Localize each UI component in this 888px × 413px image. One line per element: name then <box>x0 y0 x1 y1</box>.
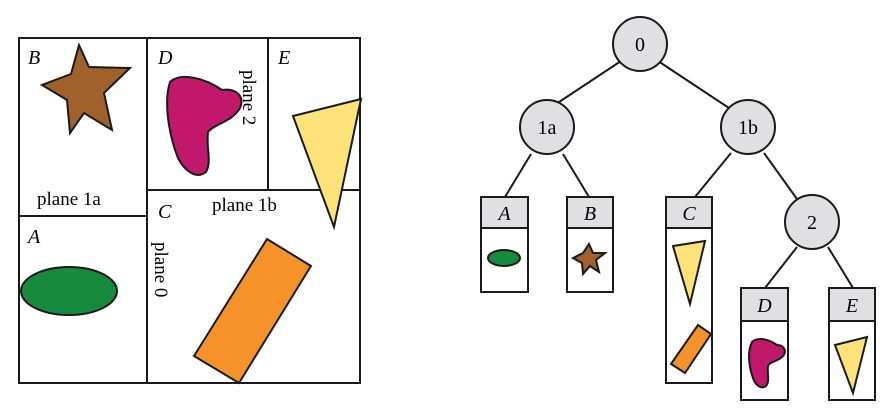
tree-node-0 <box>612 16 668 72</box>
star-icon <box>570 241 608 277</box>
region-label-E: E <box>277 47 290 69</box>
region-label-D: D <box>157 47 173 69</box>
tree-leaf-E-label: E <box>845 295 858 317</box>
tree-leaf-D-label: D <box>756 295 772 317</box>
plane-0-label: plane 0 <box>150 242 171 297</box>
tree-leaf-B-label: B <box>584 203 596 225</box>
tree-node-2 <box>784 194 840 250</box>
edge-2-D <box>764 246 798 289</box>
edge-2-E <box>827 246 854 289</box>
tree-leaf-A: A <box>480 196 529 293</box>
tree-node-1a-label: 1a <box>538 117 557 139</box>
edge-1a-A <box>504 153 532 198</box>
tree-leaf-A-label: A <box>496 203 511 225</box>
ellipse-icon <box>487 249 521 267</box>
region-label-C: C <box>158 201 172 223</box>
triangle-icon <box>671 239 707 308</box>
tree-leaf-C-label: C <box>682 203 696 225</box>
edge-1a-B <box>562 153 590 198</box>
region-label-B: B <box>28 47 40 69</box>
outer-boundary <box>18 37 361 384</box>
ellipse-shape <box>20 266 118 316</box>
blob-icon <box>748 337 786 389</box>
plane-2-label: plane 2 <box>238 70 259 125</box>
tree-leaf-C: C <box>665 196 713 384</box>
plane-1a-label: plane 1a <box>37 189 101 210</box>
blob-shape <box>166 75 243 176</box>
edge-1b-C <box>694 152 732 198</box>
tree-node-0-label: 0 <box>635 34 645 56</box>
tree-leaf-D: D <box>740 287 789 401</box>
plane-1b-label: plane 1b <box>212 195 277 216</box>
tree-leaf-E: E <box>828 287 876 401</box>
edge-0-1b <box>657 60 733 111</box>
triangle-icon-e <box>833 335 869 397</box>
tree-node-2-label: 2 <box>807 212 817 234</box>
edge-1b-2 <box>763 152 798 200</box>
space-partition: B D E A C plane 1a plane 1b plane 2 plan… <box>18 37 363 385</box>
bsp-tree: 0 1a 1b 2 A B C <box>480 16 876 401</box>
tree-node-1b-label: 1b <box>738 117 758 139</box>
tree-node-1b <box>720 99 776 155</box>
tree-node-1a <box>519 99 575 155</box>
star-shape <box>39 42 133 136</box>
triangle-shape <box>291 97 363 231</box>
edge-0-1a <box>546 60 622 111</box>
rectangle-shape <box>192 237 313 385</box>
region-label-A: A <box>26 226 41 248</box>
rectangle-icon <box>669 323 713 375</box>
tree-leaf-B: B <box>566 196 614 293</box>
